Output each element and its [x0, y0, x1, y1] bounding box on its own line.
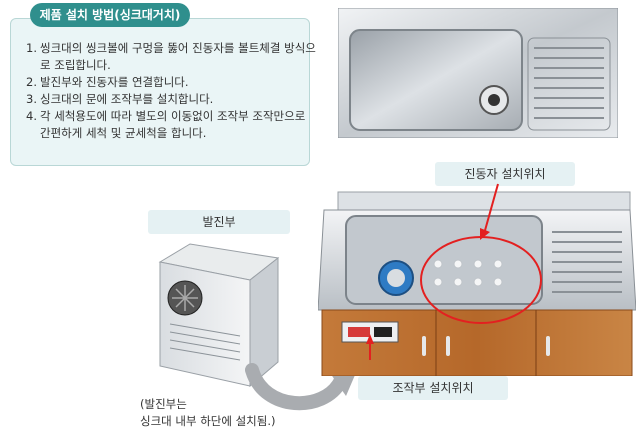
step-number: 4.	[26, 109, 37, 123]
step-text: 발진부와 진동자를 연결합니다.	[40, 75, 189, 89]
panel-title: 제품 설치 방법(싱크대거치)	[30, 3, 190, 27]
step-text: 각 세척용도에 따라 별도의 이동없이 조작부 조작만으로 간편하게 세척 및 …	[40, 109, 306, 140]
step-number: 1.	[26, 41, 37, 55]
step-number: 3.	[26, 92, 37, 106]
step-text: 씽크대의 씽크볼에 구멍을 뚫어 진동자를 볼트체결 방식으로 조립합니다.	[40, 41, 316, 72]
step-item: 3.싱크대의 문에 조작부를 설치합니다.	[26, 91, 316, 108]
pointer-lines	[366, 183, 499, 360]
oscillator-unit-image	[158, 243, 280, 388]
step-item: 1.씽크대의 씽크볼에 구멍을 뚫어 진동자를 볼트체결 방식으로 조립합니다.	[26, 40, 316, 74]
sink-top-view-image	[338, 8, 618, 138]
step-item: 2.발진부와 진동자를 연결합니다.	[26, 74, 316, 91]
control-position-label: 조작부 설치위치	[358, 376, 508, 400]
step-item: 4.각 세척용도에 따라 별도의 이동없이 조작부 조작만으로 간편하게 세척 …	[26, 108, 316, 142]
unit-label: 발진부	[148, 210, 290, 234]
installation-note: (발진부는 싱크대 내부 하단에 설치됨.)	[140, 396, 276, 430]
step-number: 2.	[26, 75, 37, 89]
installation-panel	[10, 18, 310, 166]
step-text: 싱크대의 문에 조작부를 설치합니다.	[40, 92, 214, 106]
note-line-2: 싱크대 내부 하단에 설치됨.)	[140, 414, 276, 428]
steps-list: 1.씽크대의 씽크볼에 구멍을 뚫어 진동자를 볼트체결 방식으로 조립합니다.…	[26, 40, 316, 142]
note-line-1: (발진부는	[140, 397, 187, 411]
vibrator-position-label: 진동자 설치위치	[435, 162, 575, 186]
